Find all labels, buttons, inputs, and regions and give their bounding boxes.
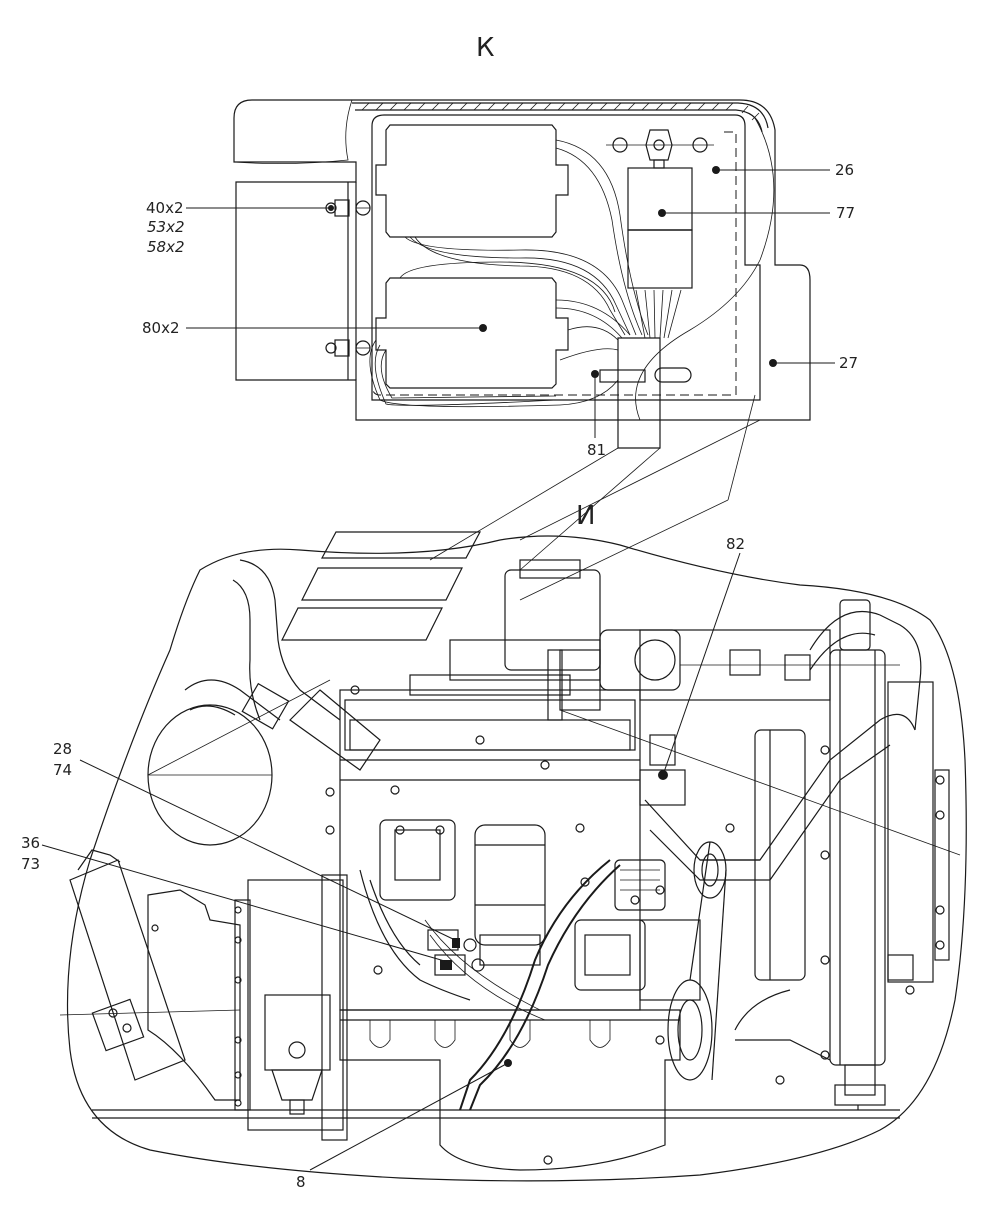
view-i-engine [59,531,967,1182]
callout-58x2: 58x2 [147,238,185,256]
callout-8: 8 [296,1173,306,1191]
callout-28: 28 [53,740,72,758]
view-label-k: К [476,33,494,63]
callout-81: 81 [587,441,606,459]
callout-40x2: 40x2 [146,199,184,217]
callout-53x2: 53x2 [147,218,185,236]
callout-27: 27 [839,354,858,372]
callout-74: 74 [53,761,72,779]
callout-82: 82 [726,535,745,553]
projection-lines [429,394,761,601]
callout-77: 77 [836,204,855,222]
callout-26: 26 [835,161,854,179]
callout-73: 73 [21,855,40,873]
callout-36: 36 [21,834,40,852]
leaders-view-k [186,169,835,438]
leaders-view-i [41,552,741,1171]
callout-80x2: 80x2 [142,319,180,337]
view-k-detail [233,99,811,449]
view-label-i: И [576,501,595,531]
